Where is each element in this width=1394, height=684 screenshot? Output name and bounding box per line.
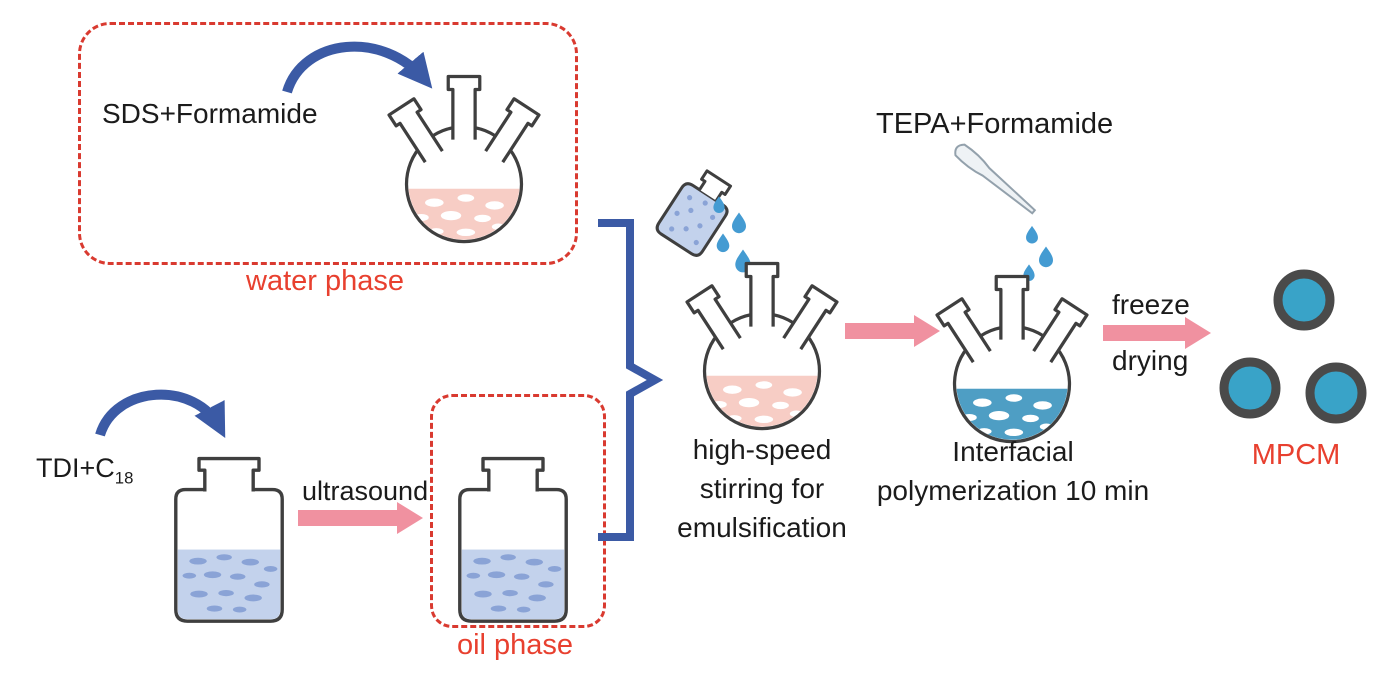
emulsification-label-line1: high-speed: [692, 434, 832, 465]
water-phase-box: [78, 22, 578, 265]
drying-label: drying: [1112, 345, 1189, 376]
emulsification-label: high-speed stirring for emulsification: [652, 430, 872, 547]
mpcm-label: MPCM: [1251, 439, 1341, 471]
combine-bracket-icon: [598, 219, 664, 541]
oil-phase-box: [430, 394, 606, 628]
mix-step-arrow-icon: [845, 315, 940, 347]
water-pour-curved-arrow-icon: [282, 41, 433, 94]
ultrasound-arrow-icon: [298, 502, 423, 534]
freeze-drying-arrow-icon: [1103, 317, 1211, 349]
dropper-icon: [954, 143, 1037, 215]
water-phase-label: water phase: [246, 265, 404, 297]
tdi-jar-icon: [166, 447, 292, 626]
tepa-formamide-label: TEPA+Formamide: [876, 108, 1114, 140]
pour-bottle-icon: [655, 169, 733, 257]
mpcm-capsules-icon: [1219, 269, 1367, 424]
oil-phase-label: oil phase: [456, 629, 574, 661]
polymerization-label-line2: polymerization 10 min: [876, 475, 1150, 506]
emulsion-flask-icon: [660, 243, 864, 438]
polymerization-label-line1: Interfacial: [952, 436, 1074, 467]
polymerization-flask-icon: [910, 256, 1114, 451]
tdi-prefix: TDI+C: [36, 453, 115, 483]
oil-pour-curved-arrow-icon: [95, 389, 226, 439]
ultrasound-label: ultrasound: [302, 476, 429, 506]
polymerization-label: Interfacial polymerization 10 min: [868, 432, 1158, 510]
sds-formamide-label: SDS+Formamide: [102, 98, 318, 129]
emulsification-label-line2: stirring for: [699, 473, 825, 504]
tdi-label: TDI+C18: [36, 451, 133, 489]
freeze-label: freeze: [1112, 289, 1190, 320]
tdi-subscript: 18: [114, 468, 134, 488]
oil-phase-jar-icon: [450, 447, 576, 626]
water-phase-flask-icon: [362, 56, 566, 251]
emulsification-label-line3: emulsification: [677, 512, 847, 543]
